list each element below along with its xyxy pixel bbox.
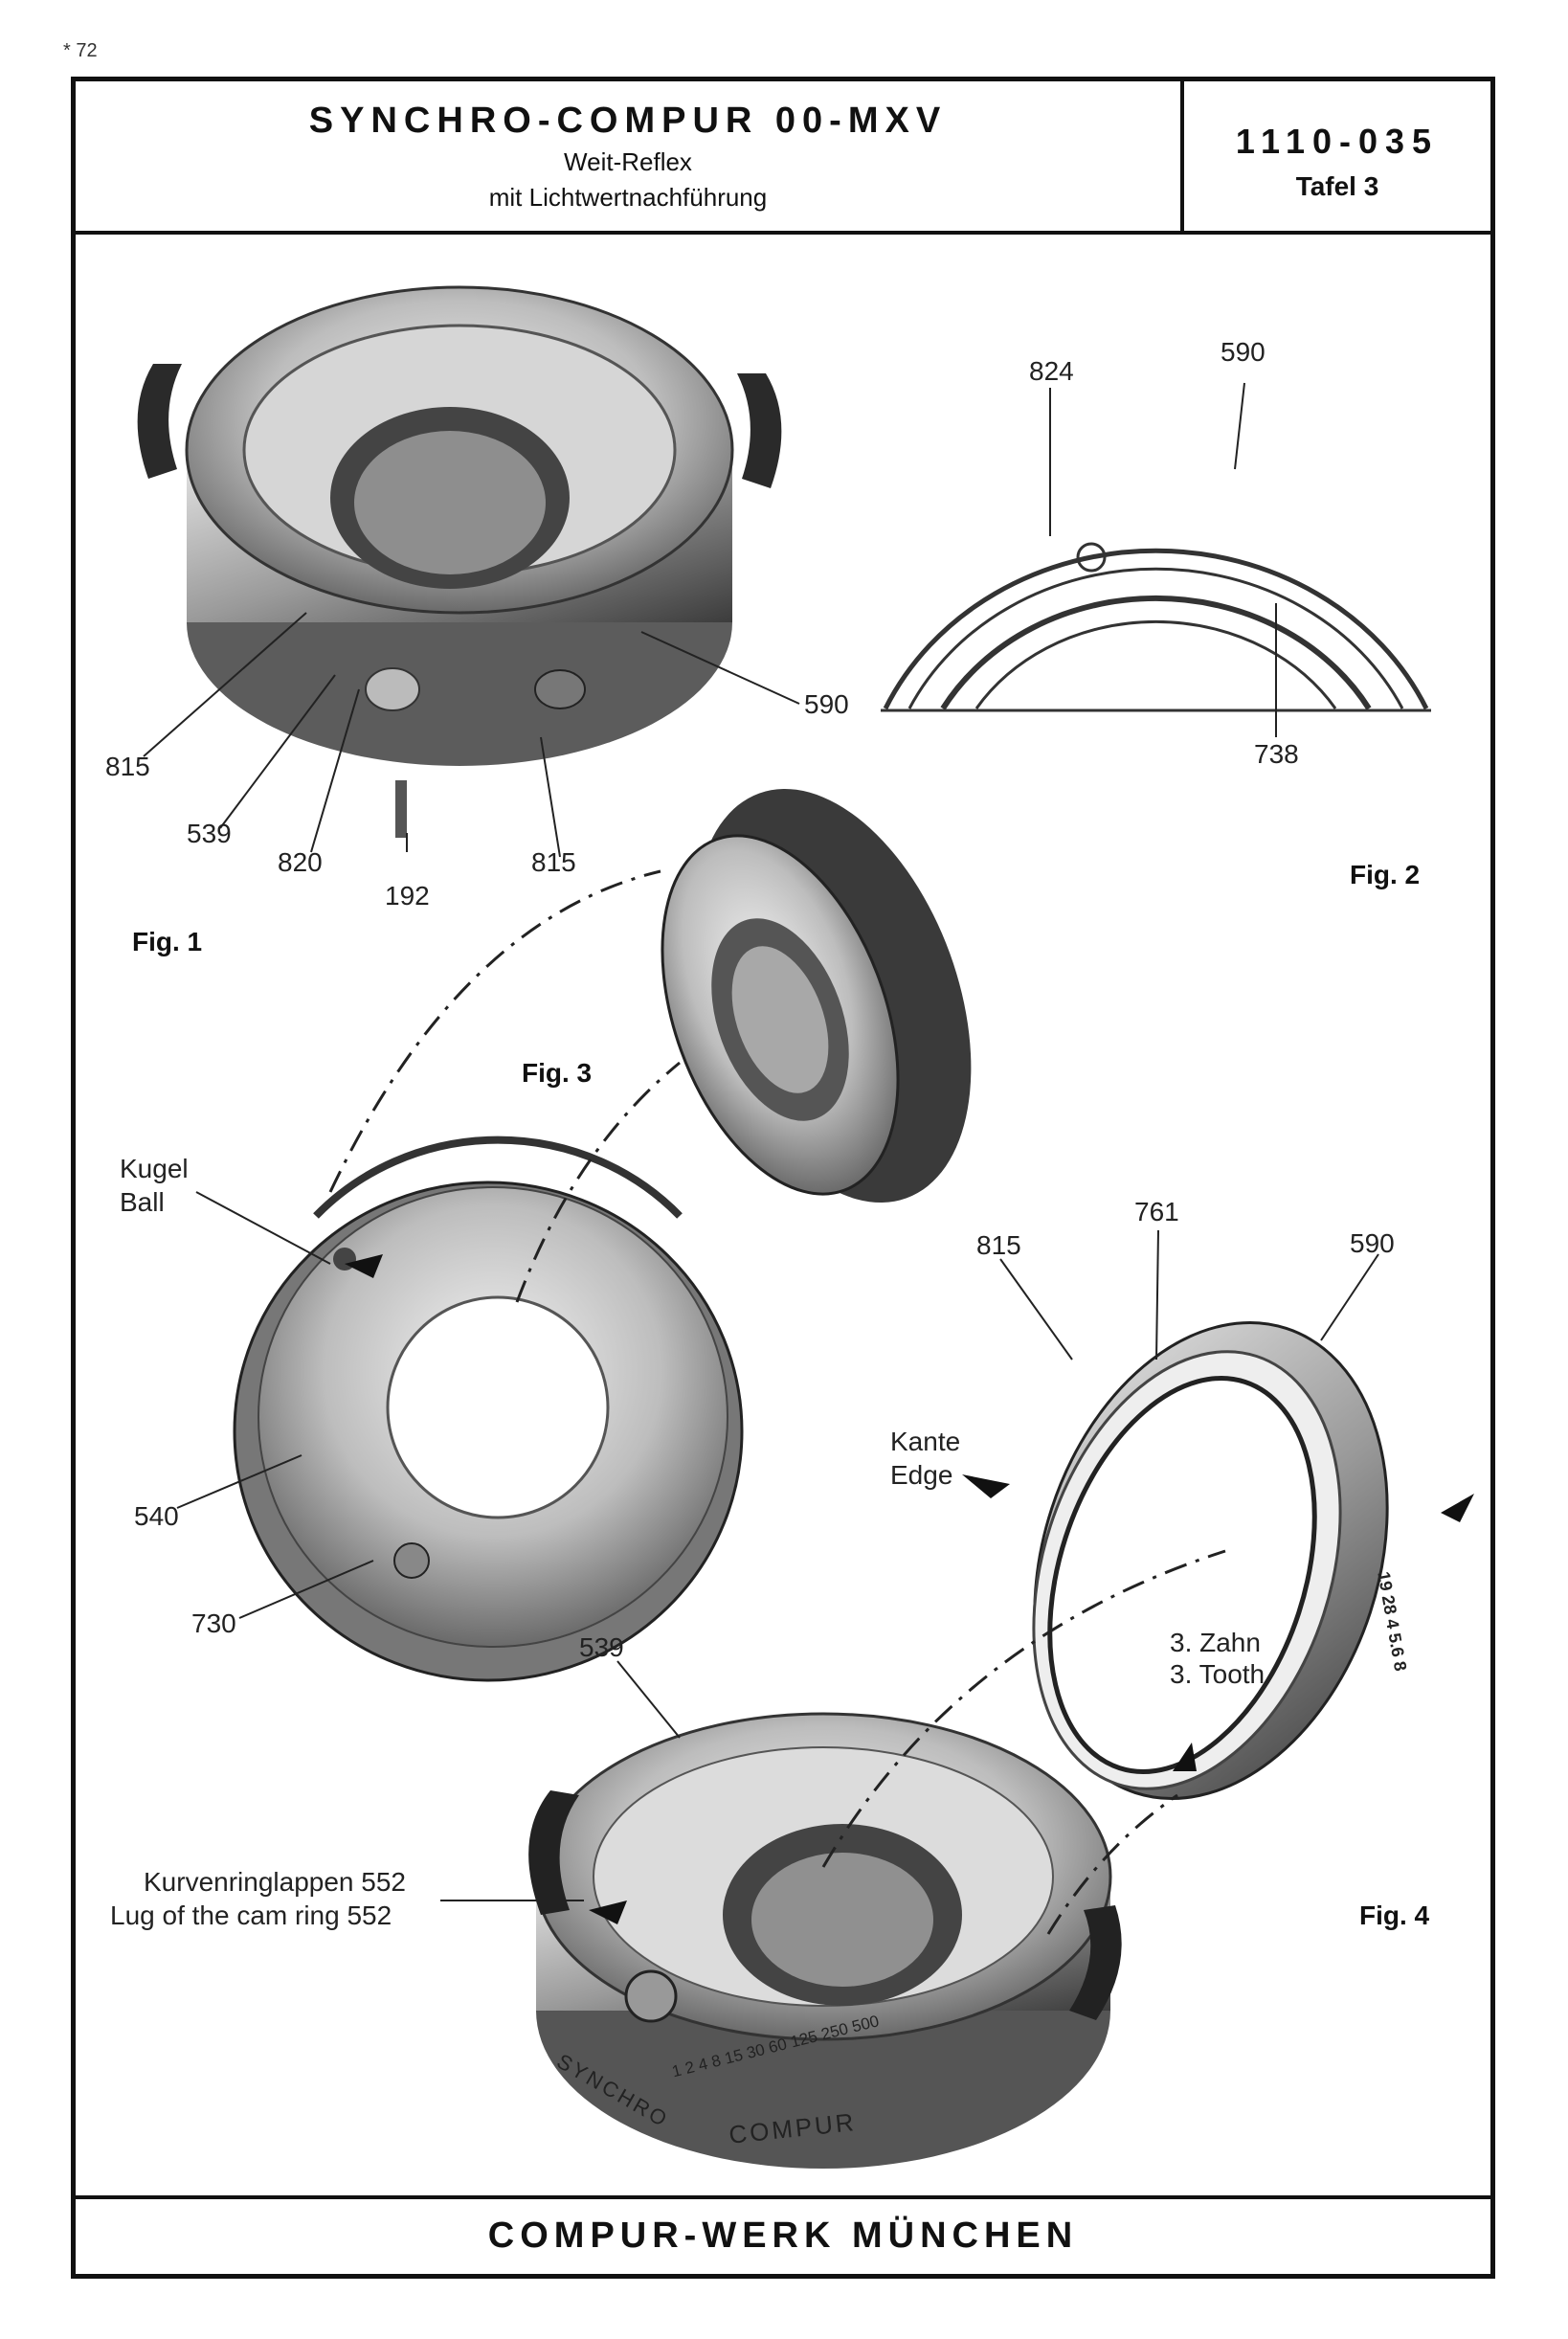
label-540: 540 <box>134 1501 179 1531</box>
fig4-caption: Fig. 4 <box>1359 1900 1430 1930</box>
label-815-fig1-right: 815 <box>531 847 576 877</box>
part-code: 1110-035 <box>1235 122 1440 161</box>
plate-540-drawing <box>233 1136 744 1682</box>
label-lug-cam-ring: Lug of the cam ring 552 <box>110 1900 392 1930</box>
label-ball: Ball <box>120 1187 165 1217</box>
fig1-caption: Fig. 1 <box>132 927 203 956</box>
ring-590-drawing <box>1032 1321 1389 1800</box>
fig2-ring-drawing <box>881 542 1431 712</box>
document-subtitle-1: Weit-Reflex <box>564 147 692 176</box>
plate-number: Tafel 3 <box>1295 171 1379 201</box>
header-code-box: 1110-035 Tafel 3 <box>1184 81 1490 235</box>
label-192: 192 <box>385 881 430 911</box>
fig2-caption: Fig. 2 <box>1350 860 1421 889</box>
label-761: 761 <box>1134 1197 1179 1226</box>
label-edge: Edge <box>890 1460 953 1490</box>
label-815-fig4: 815 <box>976 1230 1021 1260</box>
pointer-arrows <box>345 1254 1474 1924</box>
label-kurvenringlappen: Kurvenringlappen 552 <box>144 1867 406 1897</box>
document-subtitle-2: mit Lichtwertnachführung <box>488 183 768 212</box>
label-590-fig1: 590 <box>804 689 849 719</box>
fig1-shutter-drawing <box>137 285 782 838</box>
label-590-fig2: 590 <box>1221 337 1266 367</box>
label-730: 730 <box>191 1608 236 1638</box>
label-3-tooth: 3. Tooth <box>1170 1659 1266 1689</box>
label-738: 738 <box>1254 739 1299 769</box>
label-539-fig4: 539 <box>579 1632 624 1662</box>
fig3-caption: Fig. 3 <box>522 1058 593 1088</box>
header-title-box: SYNCHRO-COMPUR 00-MXV Weit-Reflex mit Li… <box>76 81 1184 235</box>
label-kugel: Kugel <box>120 1154 189 1183</box>
fig4-shutter-drawing <box>528 1712 1122 2169</box>
document-title: SYNCHRO-COMPUR 00-MXV <box>308 101 948 141</box>
label-kante: Kante <box>890 1427 961 1456</box>
label-815-fig1-left: 815 <box>105 752 150 781</box>
fig3-mechanism-drawing <box>661 788 972 1203</box>
page-number: * 72 <box>63 40 98 61</box>
label-824: 824 <box>1029 356 1074 386</box>
sheet-frame: SYNCHRO-COMPUR 00-MXV Weit-Reflex mit Li… <box>71 77 1495 2279</box>
label-590-fig4: 590 <box>1350 1228 1395 1258</box>
label-820: 820 <box>278 847 323 877</box>
label-539-fig1: 539 <box>187 819 232 848</box>
footer-company: COMPUR-WERK MÜNCHEN <box>76 2195 1490 2274</box>
label-3-zahn: 3. Zahn <box>1170 1628 1261 1657</box>
